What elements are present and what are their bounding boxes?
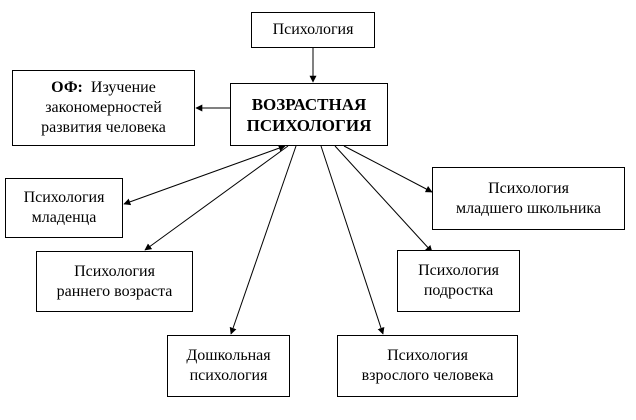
- node-adult-line2: взрослого человека: [361, 367, 494, 384]
- node-infant-line1: Психология: [23, 189, 105, 206]
- node-early-age-line2: раннего возраста: [56, 282, 173, 300]
- node-early-age: Психология раннего возраста: [36, 251, 193, 312]
- node-of-line1-rest: Изучение: [90, 79, 156, 96]
- node-junior-school-line1: Психология: [488, 179, 569, 197]
- arrow-center-to-junior: [343, 145, 433, 193]
- node-age-psychology-line2: ПСИХОЛОГИЯ: [246, 115, 372, 135]
- node-junior-school: Психология младшего школьника: [432, 167, 625, 230]
- node-psychology-label: Психология: [272, 21, 354, 38]
- node-of-line1: ОФ: Изучение: [51, 78, 156, 98]
- arrow-center-to-teen: [334, 145, 433, 253]
- node-infant: Психология младенца: [5, 178, 123, 238]
- arrow-center-to-preschool: [229, 145, 297, 335]
- node-teen: Психология подростка: [397, 250, 520, 312]
- node-teen-line1: Психология: [418, 262, 499, 279]
- node-of-line2: закономерностей: [45, 99, 162, 116]
- node-psychology: Психология: [251, 12, 375, 48]
- node-teen-line2: подростка: [423, 282, 494, 299]
- node-junior-school-line2: младшего школьника: [455, 199, 602, 217]
- arrow-center-to-early: [144, 145, 289, 251]
- arrow-center-to-adult: [320, 145, 385, 335]
- node-age-psychology: ВОЗРАСТНАЯ ПСИХОЛОГИЯ: [230, 83, 388, 146]
- node-preschool: Дошкольная психология: [167, 335, 290, 397]
- node-adult-line1: Психология: [387, 347, 468, 364]
- node-adult: Психология взрослого человека: [337, 335, 518, 397]
- node-early-age-line1: Психология: [74, 262, 155, 280]
- node-age-psychology-line1: ВОЗРАСТНАЯ: [251, 94, 367, 114]
- node-preschool-line2: психология: [189, 367, 268, 384]
- node-preschool-line1: Дошкольная: [186, 347, 271, 364]
- arrow-center-infant: [123, 144, 286, 206]
- node-infant-line2: младенца: [31, 209, 97, 226]
- node-of-line3: развития человека: [41, 119, 166, 136]
- node-of-prefix: ОФ:: [51, 79, 83, 96]
- node-of-definition: ОФ: Изучение закономерностей развития че…: [12, 70, 195, 146]
